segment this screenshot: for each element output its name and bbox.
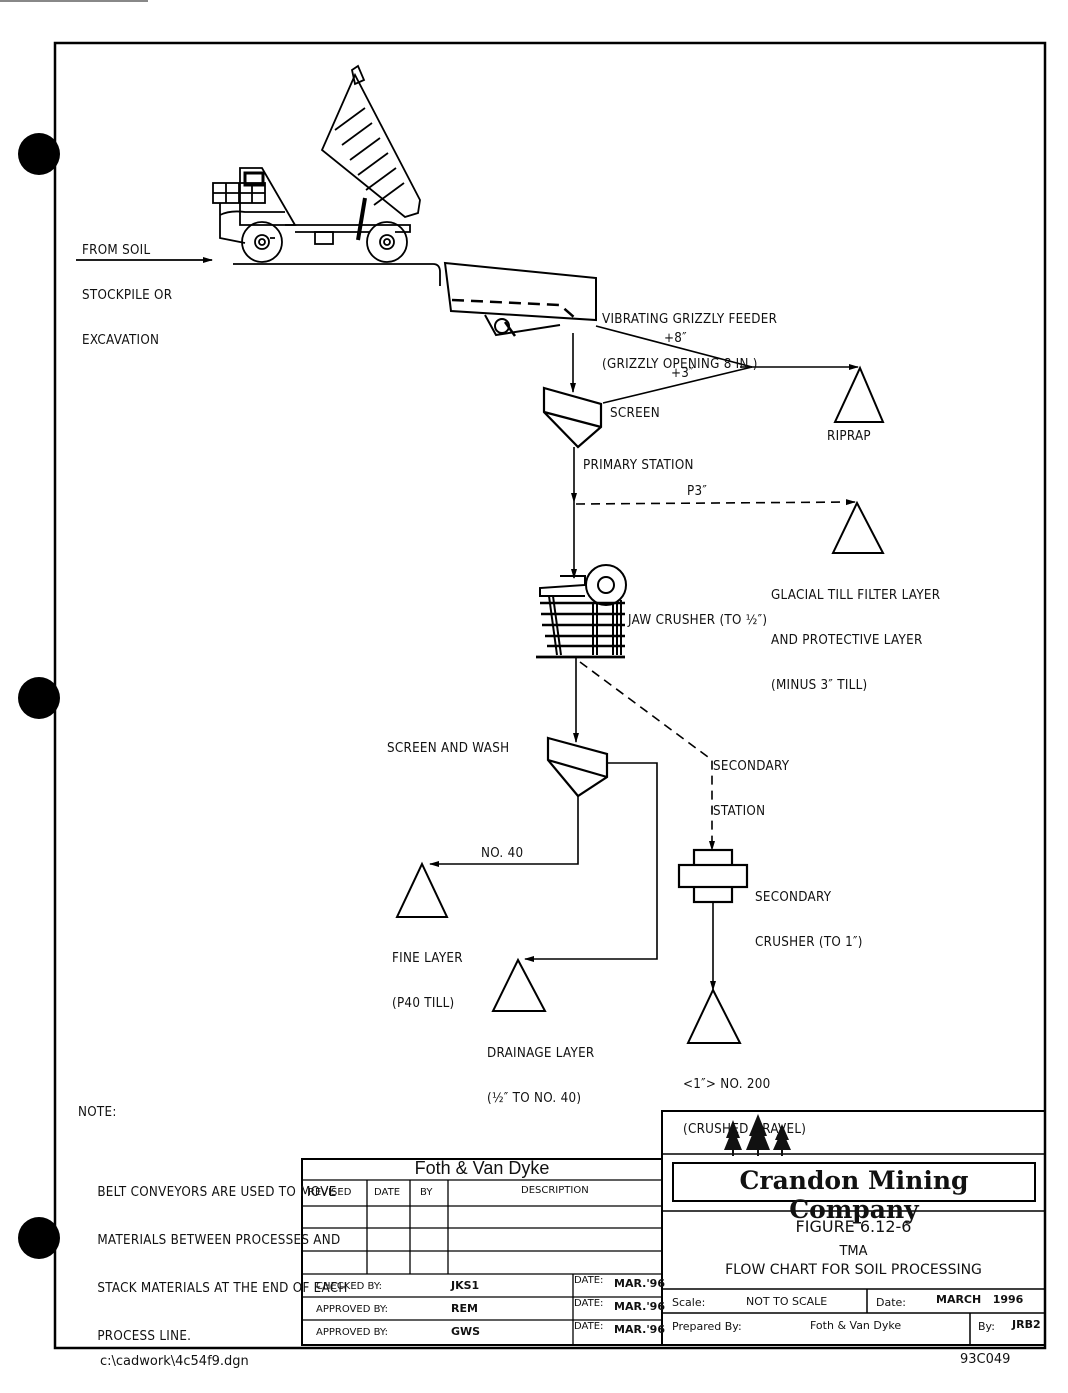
flow-plus3	[602, 366, 753, 404]
figure-number: FIGURE 6.12-6	[795, 1217, 912, 1236]
drainage-layer-line: (½″ TO NO. 40)	[487, 1091, 582, 1106]
edge-label-plus8: +8″	[664, 331, 687, 346]
revision-firm-name: Foth & Van Dyke	[414, 1158, 550, 1178]
dump-truck-icon	[212, 64, 421, 263]
rev-header-date: DATE	[374, 1187, 401, 1198]
approval-date-label: DATE:	[574, 1275, 604, 1286]
punch-hole	[18, 677, 60, 719]
approval-name: REM	[451, 1302, 478, 1315]
secondary-crusher-line: SECONDARY	[755, 890, 832, 905]
approval-label: APPROVED BY:	[316, 1327, 389, 1338]
note-line: PROCESS LINE.	[97, 1329, 192, 1344]
by-value: JRB2	[1012, 1318, 1041, 1331]
scale-value: NOT TO SCALE	[746, 1295, 828, 1308]
screen-wash-label: SCREEN AND WASH	[387, 741, 510, 756]
prepared-value: Foth & Van Dyke	[810, 1319, 902, 1332]
jaw-crusher-label: JAW CRUSHER (TO ½″)	[628, 613, 768, 628]
source-label: FROM SOIL STOCKPILE OR EXCAVATION	[82, 213, 172, 363]
by-label: By:	[978, 1320, 995, 1333]
note-line: MATERIALS BETWEEN PROCESSES AND	[97, 1233, 341, 1248]
drainage-layer-label: DRAINAGE LAYER (½″ TO NO. 40)	[487, 1016, 595, 1121]
prepared-label: Prepared By:	[672, 1320, 742, 1333]
feeder-label-line: VIBRATING GRIZZLY FEEDER	[602, 312, 778, 327]
glacial-label-line: (MINUS 3″ TILL)	[771, 678, 868, 693]
feeder-label: VIBRATING GRIZZLY FEEDER (GRIZZLY OPENIN…	[602, 282, 777, 387]
approval-date: MAR.'96	[614, 1323, 665, 1336]
secondary-crusher-label: SECONDARY CRUSHER (TO 1″)	[755, 860, 863, 965]
flow-p3-dashed	[575, 499, 856, 506]
title-block-grid	[661, 1110, 1046, 1346]
fine-layer-line: (P40 TILL)	[392, 996, 455, 1011]
crushed-gravel-pile-icon	[686, 987, 742, 1044]
approval-name: JKS1	[451, 1279, 480, 1292]
riprap-pile-icon	[833, 365, 885, 423]
scale-label: Scale:	[672, 1296, 706, 1309]
date-label: Date:	[876, 1296, 906, 1309]
glacial-till-pile-icon	[831, 500, 885, 554]
approval-date: MAR.'96	[614, 1277, 665, 1290]
approval-label: APPROVED BY:	[316, 1304, 389, 1315]
approval-date-label: DATE:	[574, 1298, 604, 1309]
secondary-station-label: SECONDARY STATION	[713, 729, 789, 834]
screen-icon	[542, 386, 603, 449]
source-label-line: STOCKPILE OR	[82, 288, 173, 303]
punch-hole	[18, 133, 60, 175]
company-name: Crandon Mining Company	[739, 1166, 969, 1224]
date-value: MARCH 1996	[936, 1293, 1024, 1306]
drawing-border	[53, 41, 1047, 1350]
approval-date: MAR.'96	[614, 1300, 665, 1313]
crushed-gravel-line: <1″> NO. 200	[683, 1077, 771, 1092]
flow-plus8	[595, 325, 753, 368]
crushed-gravel-label: <1″> NO. 200 (CRUSHED GRAVEL)	[683, 1047, 806, 1152]
glacial-label-line: AND PROTECTIVE LAYER	[771, 633, 923, 648]
rev-header-revised: REVISED	[308, 1187, 352, 1198]
edge-label-plus3: +3″	[671, 366, 694, 381]
trees-logo-icon	[724, 1114, 791, 1156]
scan-artifact	[0, 0, 148, 2]
rev-header-description: DESCRIPTION	[521, 1185, 589, 1196]
secondary-crusher-icon	[677, 848, 749, 904]
file-path: c:\cadwork\4c54f9.dgn	[100, 1354, 249, 1369]
screen-wash-icon	[546, 736, 609, 798]
edge-label-no40: NO. 40	[481, 846, 524, 861]
secondary-station-line: SECONDARY	[713, 759, 790, 774]
approval-name: GWS	[451, 1325, 481, 1338]
feeder-label-line: (GRIZZLY OPENING 8 IN.)	[602, 357, 758, 372]
note-line: BELT CONVEYORS ARE USED TO MOVE	[97, 1185, 337, 1200]
grizzly-feeder-icon	[443, 261, 597, 337]
flow-to-drainage	[524, 762, 658, 962]
source-label-line: FROM SOIL	[82, 243, 151, 258]
source-label-line: EXCAVATION	[82, 333, 160, 348]
fine-layer-label: FINE LAYER (P40 TILL)	[392, 921, 463, 1026]
punch-hole	[18, 1217, 60, 1259]
crushed-gravel-line: (CRUSHED GRAVEL)	[683, 1122, 807, 1137]
approval-date-label: DATE:	[574, 1321, 604, 1332]
fine-layer-line: FINE LAYER	[392, 951, 463, 966]
note: NOTE: BELT CONVEYORS ARE USED TO MOVE MA…	[78, 1073, 348, 1393]
note-heading: NOTE:	[78, 1105, 117, 1120]
drainage-layer-line: DRAINAGE LAYER	[487, 1046, 595, 1061]
fine-layer-pile-icon	[395, 861, 449, 918]
ground-line	[233, 263, 441, 286]
edge-label-p3: P3″	[687, 484, 708, 499]
drainage-layer-pile-icon	[491, 957, 547, 1012]
screen-label: SCREEN	[610, 406, 660, 421]
approval-label: CHECKED BY:	[316, 1281, 383, 1292]
secondary-crusher-line: CRUSHER (TO 1″)	[755, 935, 863, 950]
revision-block-grid	[301, 1158, 663, 1346]
rev-header-by: BY	[420, 1187, 433, 1198]
flow-no40	[429, 796, 579, 867]
drawing-number: 93C049	[960, 1352, 1011, 1367]
note-line: STACK MATERIALS AT THE END OF EACH	[97, 1281, 348, 1296]
jaw-crusher-icon	[536, 564, 627, 659]
secondary-station-line: STATION	[713, 804, 766, 819]
primary-station-label: PRIMARY STATION	[583, 458, 694, 473]
glacial-label-line: GLACIAL TILL FILTER LAYER	[771, 588, 941, 603]
riprap-label: RIPRAP	[827, 429, 871, 444]
figure-title: FLOW CHART FOR SOIL PROCESSING	[725, 1262, 982, 1278]
figure-subtitle: TMA	[839, 1244, 868, 1259]
glacial-till-label: GLACIAL TILL FILTER LAYER AND PROTECTIVE…	[771, 558, 940, 708]
